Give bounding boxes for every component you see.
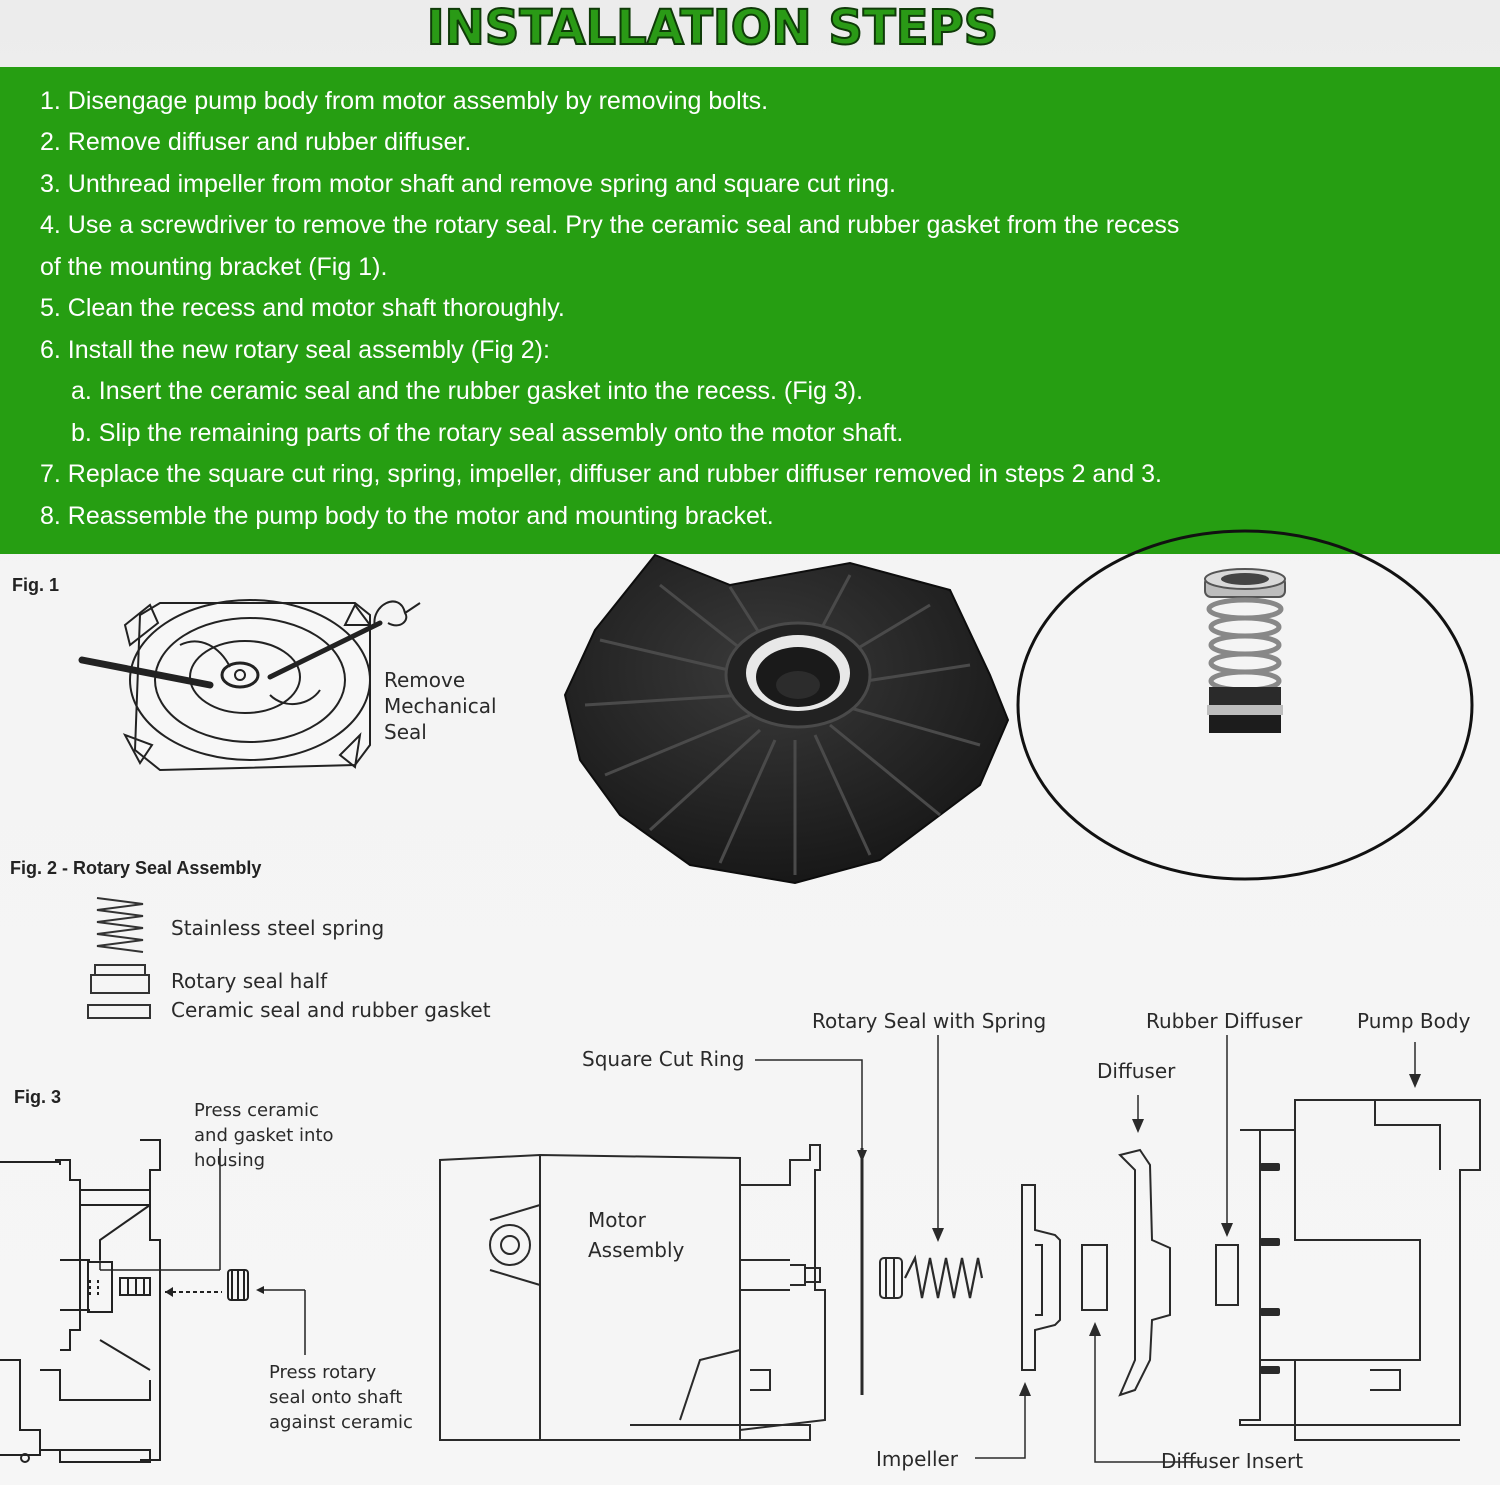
o-ring-and-seal-image	[1016, 529, 1474, 881]
pump-body-drawing	[1239, 1099, 1481, 1441]
step-6a: a. Insert the ceramic seal and the rubbe…	[71, 377, 864, 405]
rotary-seal-spring-photo	[1204, 568, 1286, 733]
step-6: 6. Install the new rotary seal assembly …	[40, 336, 550, 364]
label-rotary-seal-with-spring: Rotary Seal with Spring	[812, 1009, 1047, 1033]
impeller-drawing	[1021, 1184, 1061, 1371]
label-square-cut-ring: Square Cut Ring	[582, 1047, 745, 1071]
diffuser-insert-drawing	[1081, 1244, 1108, 1311]
step-6b: b. Slip the remaining parts of the rotar…	[71, 419, 904, 447]
label-diffuser-insert: Diffuser Insert	[1161, 1449, 1304, 1473]
fig3-label-rotary-1: Press rotary	[269, 1362, 377, 1383]
fig2-caption: Fig. 2 - Rotary Seal Assembly	[10, 858, 262, 878]
installation-steps-panel: 1. Disengage pump body from motor assemb…	[0, 67, 1500, 554]
fig3-label-rotary-3: against ceramic	[269, 1412, 413, 1433]
fig1-label-line-2: Mechanical	[384, 694, 497, 718]
rubber-diffuser-drawing	[1215, 1244, 1239, 1306]
step-4-continued: of the mounting bracket (Fig 1).	[40, 253, 388, 281]
fig2-label-rotary-seal-half: Rotary seal half	[171, 969, 328, 993]
label-motor-assembly-2: Assembly	[588, 1238, 685, 1262]
step-5: 5. Clean the recess and motor shaft thor…	[40, 294, 565, 322]
fig2-rotary-seal-drawing	[87, 897, 151, 1019]
label-pump-body: Pump Body	[1357, 1009, 1471, 1033]
fig3-label-ceramic-2: and gasket into	[194, 1125, 334, 1146]
label-diffuser: Diffuser	[1097, 1059, 1176, 1083]
fig3-housing-drawing	[0, 1139, 306, 1463]
diffuser-part-image	[563, 553, 1010, 885]
step-1: 1. Disengage pump body from motor assemb…	[40, 87, 769, 115]
step-7: 7. Replace the square cut ring, spring, …	[40, 460, 1162, 488]
diffuser-drawing	[1118, 1148, 1171, 1397]
step-2: 2. Remove diffuser and rubber diffuser.	[40, 128, 472, 156]
fig3-label-ceramic-3: housing	[194, 1150, 266, 1171]
fig2-label-ceramic-seal: Ceramic seal and rubber gasket	[171, 998, 491, 1022]
step-8: 8. Reassemble the pump body to the motor…	[40, 502, 774, 530]
fig3-caption: Fig. 3	[14, 1087, 62, 1107]
fig3-label-rotary-2: seal onto shaft	[269, 1387, 403, 1408]
step-3: 3. Unthread impeller from motor shaft an…	[40, 170, 896, 198]
label-impeller: Impeller	[876, 1447, 959, 1471]
step-4: 4. Use a screwdriver to remove the rotar…	[40, 211, 1180, 239]
motor-assembly-drawing	[439, 1153, 741, 1441]
fig1-label-line-1: Remove	[384, 668, 466, 692]
fig2-label-spring: Stainless steel spring	[171, 916, 385, 940]
label-rubber-diffuser: Rubber Diffuser	[1146, 1009, 1303, 1033]
fig1-caption: Fig. 1	[12, 575, 60, 595]
fig1-mounting-bracket-drawing	[78, 599, 421, 772]
fig3-label-ceramic-1: Press ceramic	[194, 1100, 319, 1121]
page-title: INSTALLATION STEPS	[426, 0, 1000, 57]
exploded-pump-diagram	[439, 1035, 1481, 1463]
label-motor-assembly-1: Motor	[588, 1208, 646, 1232]
fig1-label-line-3: Seal	[384, 720, 427, 744]
